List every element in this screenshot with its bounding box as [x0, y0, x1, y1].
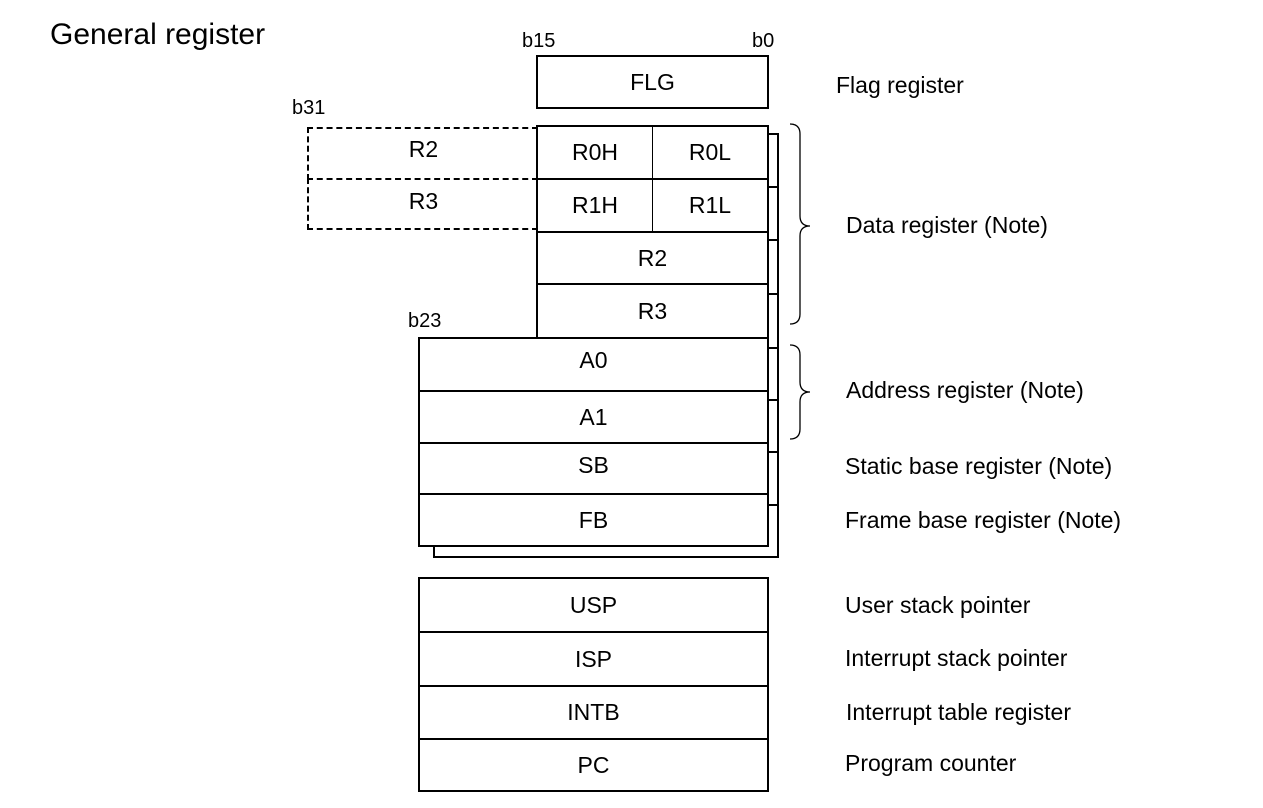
bit-label-b31: b31 [292, 97, 326, 119]
r2-extension-box: R2 [307, 127, 538, 180]
sb-name: SB [578, 452, 609, 478]
r1-register-box: R1H R1L [536, 178, 769, 233]
r3-name: R3 [637, 297, 668, 324]
user-stack-pointer-label: User stack pointer [845, 592, 1031, 618]
diagram-title: General register [50, 18, 266, 51]
r2-extension-name: R2 [408, 136, 439, 162]
r2-name: R2 [637, 244, 668, 271]
a0-register-box: A0 [418, 337, 769, 392]
r2-register-box: R2 [536, 231, 769, 285]
bit-label-b15: b15 [522, 30, 556, 52]
usp-register-box: USP [418, 577, 769, 633]
flag-register-label: Flag register [836, 72, 964, 98]
isp-name: ISP [574, 645, 613, 672]
intb-name: INTB [567, 699, 620, 725]
r3-register-box: R3 [536, 283, 769, 339]
bit-label-b23: b23 [408, 310, 442, 332]
r0l-name: R0L [688, 139, 732, 165]
r1l-name: R1L [688, 192, 732, 218]
r0-register-box: R0H R0L [536, 125, 769, 180]
pc-register-box: PC [418, 738, 769, 792]
address-register-label: Address register (Note) [846, 377, 1084, 403]
static-base-register-label: Static base register (Note) [845, 453, 1113, 479]
r0h-name: R0H [571, 139, 618, 165]
r1h-name: R1H [571, 192, 618, 218]
fb-name: FB [578, 506, 609, 533]
a0-name: A0 [579, 347, 608, 373]
flg-register-box: FLG [536, 55, 769, 109]
a1-register-box: A1 [418, 390, 769, 444]
flg-register-name: FLG [630, 68, 675, 95]
r1h-cell: R1H [538, 180, 653, 231]
interrupt-stack-pointer-label: Interrupt stack pointer [845, 645, 1068, 671]
r3-extension-box: R3 [307, 178, 538, 230]
r0h-cell: R0H [538, 127, 653, 178]
fb-register-box: FB [418, 493, 769, 547]
data-register-label: Data register (Note) [846, 212, 1048, 238]
intb-register-box: INTB [418, 685, 769, 740]
r1l-cell: R1L [653, 180, 767, 231]
isp-register-box: ISP [418, 631, 769, 687]
r3-extension-name: R3 [408, 187, 439, 214]
pc-name: PC [577, 751, 610, 778]
r0l-cell: R0L [653, 127, 767, 178]
a1-name: A1 [579, 403, 608, 430]
usp-name: USP [569, 591, 618, 618]
interrupt-table-register-label: Interrupt table register [846, 699, 1072, 725]
program-counter-label: Program counter [845, 750, 1017, 776]
frame-base-register-label: Frame base register (Note) [845, 507, 1122, 533]
bit-label-b0: b0 [752, 30, 775, 52]
sb-register-box: SB [418, 442, 769, 495]
